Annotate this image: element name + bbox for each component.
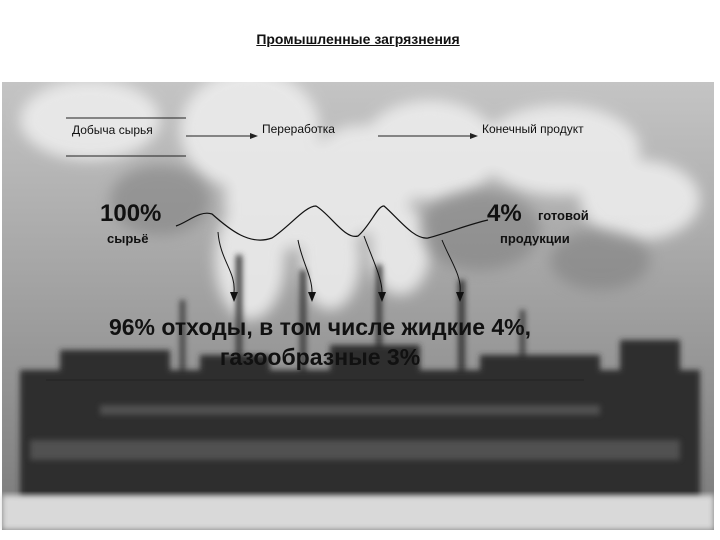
waste-description: 96% отходы, в том числе жидкие 4%, газоо… — [30, 312, 610, 372]
output-percent: 4% — [487, 200, 522, 228]
input-percent: 100% — [100, 200, 161, 228]
slide-title: Промышленные загрязнения — [0, 31, 716, 47]
stage-processing: Переработка — [262, 122, 335, 136]
stage-extraction: Добыча сырья — [72, 123, 153, 137]
stage-final-product: Конечный продукт — [482, 122, 584, 136]
input-label: сырьё — [107, 231, 149, 246]
output-label-bottom: продукции — [500, 231, 570, 246]
waste-line-2: газообразные 3% — [30, 342, 610, 372]
waste-line-1: 96% отходы, в том числе жидкие 4%, — [30, 312, 610, 342]
output-label-top: готовой — [538, 208, 589, 223]
